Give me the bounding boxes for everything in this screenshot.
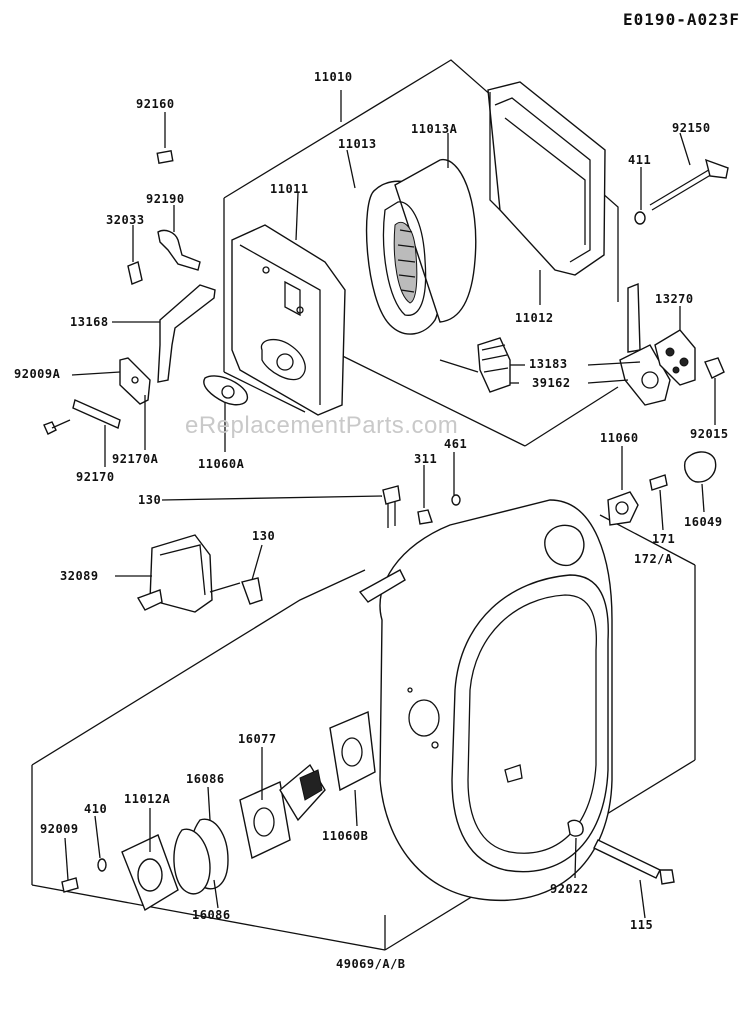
label-92009[interactable]: 92009	[40, 822, 79, 836]
label-92190[interactable]: 92190	[146, 192, 185, 206]
label-11060[interactable]: 11060	[600, 431, 639, 445]
label-410[interactable]: 410	[84, 802, 108, 816]
label-11060b[interactable]: 11060B	[322, 829, 369, 843]
diagram-code: E0190-A023F	[623, 10, 740, 29]
label-39162[interactable]: 39162	[532, 376, 571, 390]
label-171[interactable]: 171	[652, 532, 676, 546]
label-13183[interactable]: 13183	[529, 357, 568, 371]
muffler-side-parts	[61, 451, 717, 912]
label-92170a[interactable]: 92170A	[112, 452, 159, 466]
filter-element	[365, 159, 477, 335]
label-16077[interactable]: 16077	[238, 732, 277, 746]
label-115[interactable]: 115	[630, 918, 654, 932]
label-92009a[interactable]: 92009A	[14, 367, 61, 381]
label-11010[interactable]: 11010	[314, 70, 353, 84]
label-92160[interactable]: 92160	[136, 97, 175, 111]
air-cleaner-cover	[487, 81, 606, 276]
air-cleaner-base	[231, 224, 346, 416]
label-11012[interactable]: 11012	[515, 311, 554, 325]
label-11013a[interactable]: 11013A	[411, 122, 458, 136]
label-32089[interactable]: 32089	[60, 569, 99, 583]
label-461[interactable]: 461	[444, 437, 468, 451]
label-172a[interactable]: 172/A	[634, 552, 673, 566]
label-16049[interactable]: 16049	[684, 515, 723, 529]
watermark: eReplacementParts.com	[185, 412, 459, 439]
label-411[interactable]: 411	[628, 153, 652, 167]
label-49069[interactable]: 49069/A/B	[336, 957, 406, 971]
label-311[interactable]: 311	[414, 452, 438, 466]
label-130-lower[interactable]: 130	[252, 529, 276, 543]
small-parts-upper	[43, 150, 249, 435]
label-32033[interactable]: 32033	[106, 213, 145, 227]
label-11060a[interactable]: 11060A	[198, 457, 245, 471]
leader-lines	[64, 112, 716, 919]
label-92022[interactable]: 92022	[550, 882, 589, 896]
label-16086-upper[interactable]: 16086	[186, 772, 225, 786]
label-92170[interactable]: 92170	[76, 470, 115, 484]
label-13168[interactable]: 13168	[70, 315, 109, 329]
label-16086-lower[interactable]: 16086	[192, 908, 231, 922]
label-92015[interactable]: 92015	[690, 427, 729, 441]
small-parts-right	[439, 158, 729, 406]
label-11012a[interactable]: 11012A	[124, 792, 171, 806]
label-92150[interactable]: 92150	[672, 121, 711, 135]
muffler-body	[358, 499, 613, 902]
label-13270[interactable]: 13270	[655, 292, 694, 306]
label-11011[interactable]: 11011	[270, 182, 309, 196]
label-130-upper[interactable]: 130	[138, 493, 162, 507]
label-11013[interactable]: 11013	[338, 137, 377, 151]
